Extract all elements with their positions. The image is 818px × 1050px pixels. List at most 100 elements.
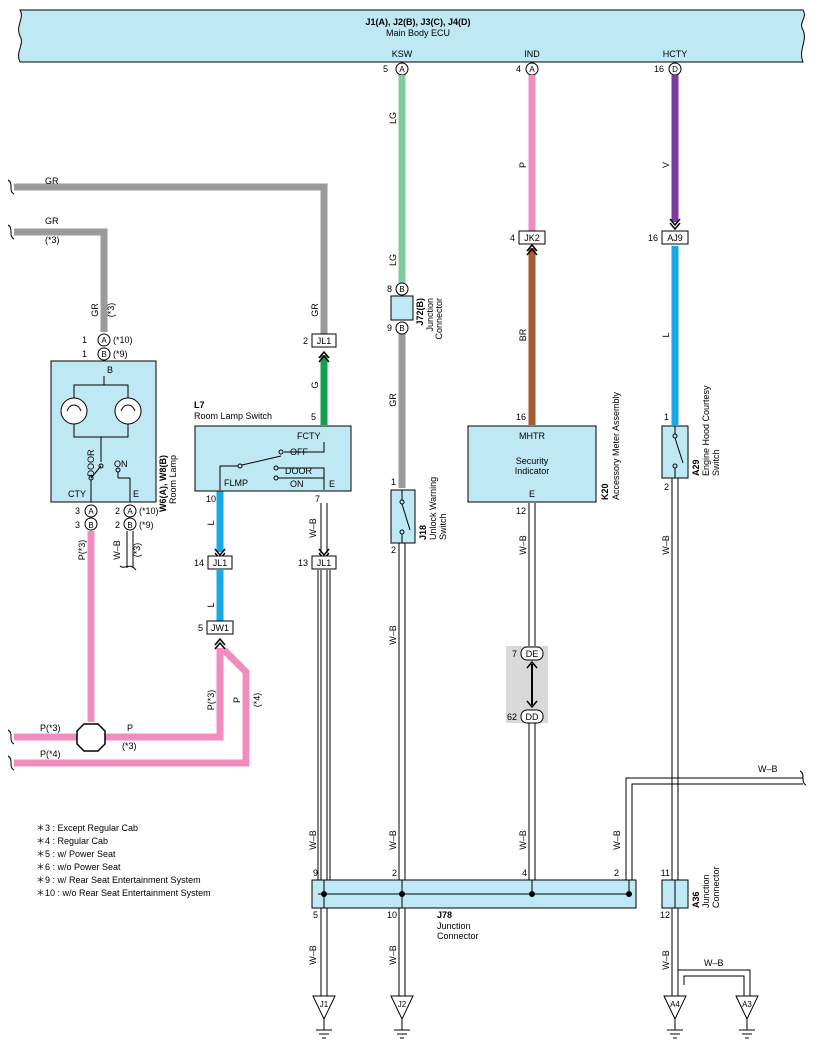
ground-j1: J1 <box>312 995 336 1039</box>
ecu-pin-name: KSW <box>392 49 413 59</box>
pin-number: 2 <box>614 868 619 878</box>
connector-letter: B <box>399 285 404 294</box>
terminal-label: E <box>529 489 535 499</box>
pin-number: 8 <box>387 284 392 294</box>
footnote: ＊6 : w/o Power Seat <box>36 862 121 872</box>
component-ref: L7 <box>194 400 205 410</box>
wire-label: P(*3) <box>206 690 216 711</box>
connector-dd <box>520 709 544 724</box>
pin-number: 1 <box>82 349 87 359</box>
terminal-label: CTY <box>68 489 86 499</box>
pin-note: (*9) <box>139 520 154 530</box>
ecu-pin-name: HCTY <box>663 49 688 59</box>
wire-label: P(*4) <box>40 749 61 759</box>
terminal-label: ON <box>290 479 304 489</box>
connector-letter: B <box>399 324 404 333</box>
component-name: Accessory Meter Assembly <box>611 391 621 500</box>
pin-number: 5 <box>313 910 318 920</box>
footnote: ＊4 : Regular Cab <box>36 836 109 846</box>
connector-id: JK2 <box>524 233 540 243</box>
wire-label: LG <box>388 254 398 266</box>
connector-id: JL1 <box>317 558 332 568</box>
wire-label: G <box>310 381 320 388</box>
terminal-label: ON <box>114 459 128 469</box>
ecu-ref: J1(A), J2(B), J3(C), J4(D) <box>365 17 470 27</box>
wire-label: (*4) <box>252 693 262 708</box>
pin-number: 2 <box>392 868 397 878</box>
wire-label: BR <box>518 328 528 341</box>
pin-number: 62 <box>507 712 517 722</box>
pin-number: 7 <box>315 494 320 504</box>
connector-id: DE <box>526 649 539 659</box>
connector-letter: A <box>399 65 405 74</box>
wire-label: W–B <box>308 518 318 538</box>
footnotes: ＊3 : Except Regular Cab ＊4 : Regular Cab… <box>36 822 211 900</box>
pin-number: 9 <box>313 868 318 878</box>
room-lamp-switch-box <box>194 425 352 492</box>
wire-label: P(*3) <box>77 540 87 561</box>
wire-label: P <box>127 723 133 733</box>
wire-label: W–B <box>308 945 318 965</box>
pin-number: 1 <box>391 477 396 487</box>
pin-number: 7 <box>512 649 517 659</box>
wire-label: W–B <box>112 540 122 560</box>
footnote: ＊10 : w/o Rear Seat Entertainment System <box>36 888 211 898</box>
component-name-line: Junction <box>425 298 435 332</box>
ground-a4: A4 <box>663 995 687 1039</box>
footnote: ＊3 : Except Regular Cab <box>36 823 139 833</box>
unlock-warning-switch <box>390 489 416 544</box>
connector-jl1 <box>311 555 337 570</box>
pin-number: 3 <box>75 506 80 516</box>
terminal-label: B <box>107 365 113 375</box>
pin-number: 4 <box>522 868 527 878</box>
wire-label: GR <box>388 393 398 407</box>
connector-letter: A <box>101 336 107 345</box>
connector-jk2 <box>518 230 546 245</box>
wire-label: W–B <box>308 830 318 850</box>
pin-number: 4 <box>510 233 515 243</box>
pin-number: 5 <box>198 623 203 633</box>
wire-label: W–B <box>612 830 622 850</box>
ground-label: J2 <box>398 1000 407 1009</box>
component-ref: W6(A), W8(B) <box>158 455 168 512</box>
terminal-label: MHTR <box>519 431 545 441</box>
wire-label: L <box>661 332 671 337</box>
wire-label: W–B <box>704 958 724 968</box>
connector-letter: A <box>127 507 133 516</box>
wire-label: W–B <box>518 830 528 850</box>
component-name: Room Lamp <box>168 455 178 504</box>
pin-number: 12 <box>516 506 526 516</box>
ground-label: J1 <box>320 1000 329 1009</box>
component-ref: J72(B) <box>415 298 425 326</box>
wire-label: W–B <box>518 535 528 555</box>
wire-label: LG <box>388 112 398 124</box>
wire-label: (*3) <box>132 543 142 558</box>
component-name: Unlock Warning <box>428 477 438 540</box>
connector-id: AJ9 <box>667 233 683 243</box>
terminal-label: E <box>329 479 335 489</box>
wire-gr <box>14 183 328 334</box>
component-ref: J18 <box>418 525 428 540</box>
connector-id: DD <box>526 712 539 722</box>
wire-label: GR <box>45 176 59 186</box>
pin-number: 2 <box>664 482 669 492</box>
terminal-label: DOOR <box>86 449 96 477</box>
footnote: ＊9 : w/ Rear Seat Entertainment System <box>36 875 201 885</box>
component-name: Switch <box>438 513 448 540</box>
wire-label: W–B <box>661 535 671 555</box>
pin-number: 16 <box>648 233 658 243</box>
component-ref: A29 <box>691 459 701 476</box>
pin-number: 10 <box>387 910 397 920</box>
wire-label: W–B <box>388 625 398 645</box>
connector-letter: B <box>101 350 106 359</box>
pin-number: 16 <box>516 412 526 422</box>
pin-number: 2 <box>115 520 120 530</box>
security-indicator-label: Security <box>516 456 549 466</box>
wire-label: P <box>518 162 528 168</box>
junction-connector-j72 <box>390 295 414 321</box>
connector-de <box>520 646 544 661</box>
pin-number: 11 <box>661 868 670 878</box>
accessory-meter-assembly <box>467 425 597 503</box>
pin-number: 5 <box>311 412 316 422</box>
ground-j2: J2 <box>390 995 414 1039</box>
